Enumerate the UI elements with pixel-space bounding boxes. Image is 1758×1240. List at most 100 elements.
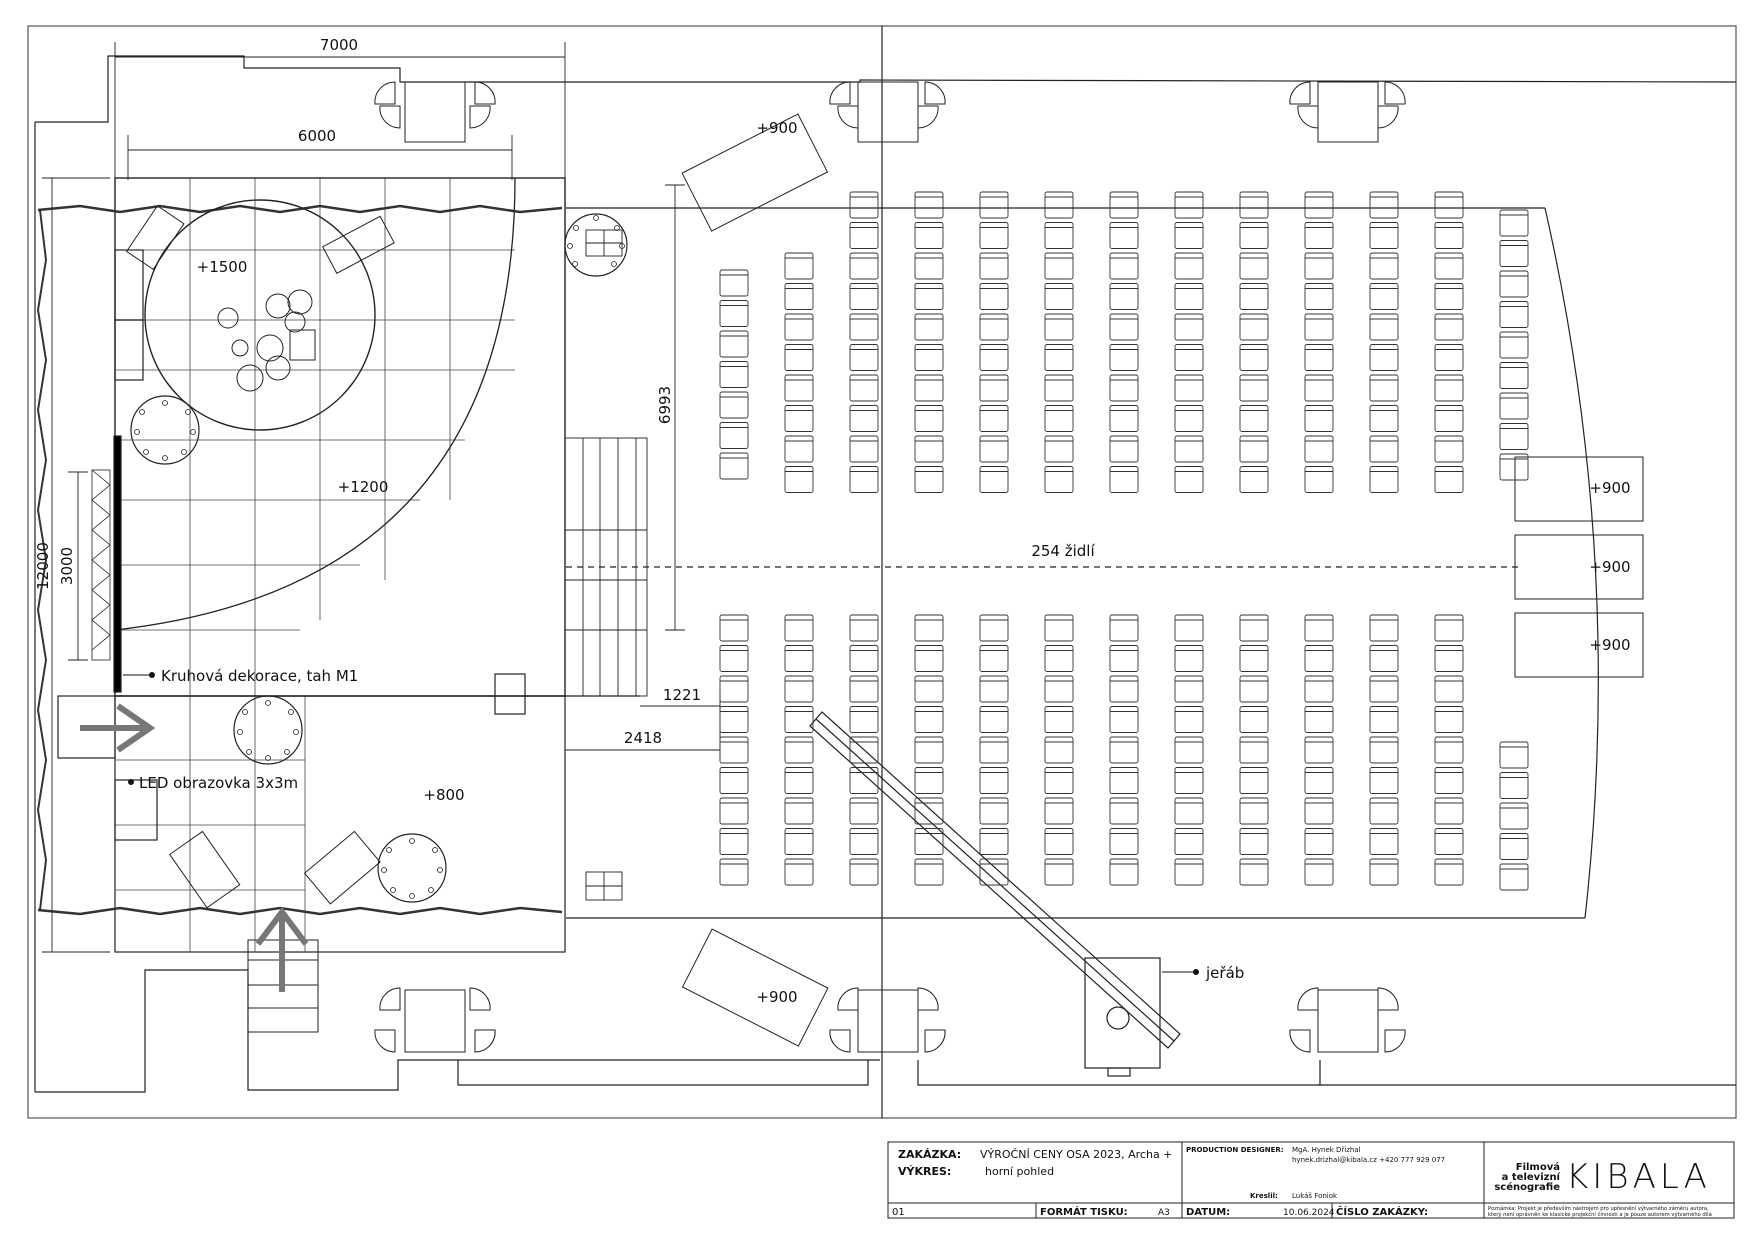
- audience-chair: [914, 797, 944, 825]
- audience-chair: [914, 858, 944, 886]
- audience-chair: [1369, 252, 1399, 280]
- audience-chair: [1369, 767, 1399, 794]
- audience-chair: [784, 828, 814, 855]
- audience-chair: [1434, 435, 1464, 463]
- audience-chair: [719, 391, 749, 419]
- audience-chair: [979, 435, 1009, 463]
- audience-chair: [1434, 374, 1464, 402]
- audience-chair: [1434, 405, 1464, 432]
- audience-chair: [849, 313, 879, 341]
- cafe-table-bottom: [374, 987, 1406, 1053]
- audience-chair: [1369, 435, 1399, 463]
- audience-chair: [979, 675, 1009, 703]
- level-front-stage: +800: [423, 786, 464, 804]
- audience-chair: [1109, 405, 1139, 432]
- audience-chair: [1044, 344, 1074, 371]
- level-camera-right-1: +900: [1589, 479, 1630, 497]
- audience-chair: [1174, 405, 1204, 432]
- audience-chair: [1239, 828, 1269, 855]
- audience-chair: [1304, 675, 1334, 703]
- audience-chair: [1434, 828, 1464, 855]
- audience-chair: [849, 405, 879, 432]
- audience-chair: [914, 767, 944, 794]
- dimension-2418: 2418: [624, 729, 662, 747]
- audience-chair: [1304, 313, 1334, 341]
- audience-chair: [849, 675, 879, 703]
- audience-chair: [979, 858, 1009, 886]
- side-block: [114, 319, 144, 381]
- decoration-top: [37, 204, 563, 214]
- audience-chair: [1304, 645, 1334, 672]
- audience-chair: [1174, 283, 1204, 310]
- dimension-7000: 7000: [320, 36, 358, 54]
- audience-chair: [1499, 209, 1529, 237]
- audience-chair: [1434, 252, 1464, 280]
- side-block: [114, 249, 144, 321]
- monitor-wedge: [125, 205, 395, 909]
- audience-chair: [914, 252, 944, 280]
- audience-chair: [979, 614, 1009, 642]
- hall-niche-bottom-2: [917, 1060, 1321, 1086]
- audience-chair: [1239, 706, 1269, 733]
- camera-riser: [681, 113, 1644, 1047]
- audience-chair: [979, 645, 1009, 672]
- audience-chair: [1109, 797, 1139, 825]
- audience-chair: [1239, 374, 1269, 402]
- audience-chair: [849, 283, 879, 310]
- audience-chair: [1174, 344, 1204, 371]
- cafe-table-top: [374, 81, 1406, 143]
- audience-chair: [1434, 797, 1464, 825]
- audience-chair: [784, 344, 814, 371]
- audience-chair: [1434, 222, 1464, 249]
- audience-chair: [1044, 374, 1074, 402]
- audience-chair: [1499, 331, 1529, 359]
- audience-chair: [1174, 828, 1204, 855]
- audience-chair: [1369, 614, 1399, 642]
- audience-chair: [1304, 191, 1334, 219]
- audience-chair: [1109, 344, 1139, 371]
- dimension-6000: 6000: [298, 127, 336, 145]
- audience-chair: [1109, 736, 1139, 764]
- drum-riser: [144, 199, 376, 431]
- audience-chair: [719, 645, 749, 672]
- audience-chair: [914, 374, 944, 402]
- audience-chair: [1109, 283, 1139, 310]
- audience-chair: [1499, 453, 1529, 481]
- audience-chair: [1304, 706, 1334, 733]
- audience-chair: [1239, 344, 1269, 371]
- audience-chair: [719, 269, 749, 297]
- audience-chair: [1044, 645, 1074, 672]
- audience-chair: [1239, 313, 1269, 341]
- audience-chair: [979, 706, 1009, 733]
- audience-chair: [979, 313, 1009, 341]
- hall-outline-bottom: [35, 969, 880, 1093]
- audience-chair: [1044, 767, 1074, 794]
- audience-chair: [1044, 614, 1074, 642]
- audience-chair: [914, 405, 944, 432]
- audience-chair: [1434, 191, 1464, 219]
- entrance-arrow: [80, 703, 309, 992]
- audience-chair: [784, 645, 814, 672]
- audience-chair: [1369, 645, 1399, 672]
- audience-chair: [784, 252, 814, 280]
- audience-chair: [719, 797, 749, 825]
- audience-chair: [849, 828, 879, 855]
- audience-chair: [914, 344, 944, 371]
- audience-chair: [1044, 706, 1074, 733]
- audience-chair: [1499, 802, 1529, 830]
- audience-chair: [1369, 344, 1399, 371]
- audience-chair: [1369, 675, 1399, 703]
- audience-chair: [849, 767, 879, 794]
- audience-chair: [979, 222, 1009, 249]
- audience-chair: [849, 252, 879, 280]
- audience-chair: [1434, 675, 1464, 703]
- dimension-1221: 1221: [663, 686, 701, 704]
- tb-zakazka-value: VÝROČNÍ CENY OSA 2023, Archa +: [980, 1148, 1172, 1161]
- annotation-circular-decoration: Kruhová dekorace, tah M1: [161, 667, 358, 685]
- audience-chair: [784, 435, 814, 463]
- audience-chair: [1369, 313, 1399, 341]
- audience-chair: [1499, 741, 1529, 769]
- audience-chair: [1174, 858, 1204, 886]
- audience-chair: [784, 736, 814, 764]
